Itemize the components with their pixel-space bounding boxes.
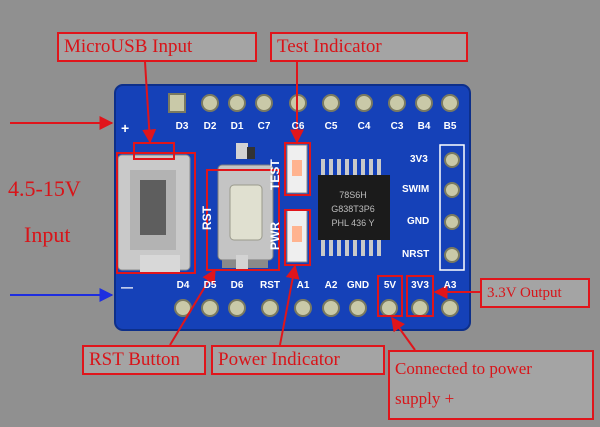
pcb-board (115, 85, 470, 330)
bottom-pin-label-3V3: 3V3 (411, 280, 429, 291)
mcu-chip: 78S6H G838T3P6 PHL 436 Y (318, 159, 390, 256)
bottom-header-pads (174, 299, 459, 317)
power-indicator-leader (279, 264, 300, 346)
bottom-pin-label-RST: RST (260, 280, 280, 291)
test-indicator-callout: Test Indicator (270, 32, 468, 62)
micro-usb-connector (117, 154, 191, 273)
top-pin-label-C6: C6 (291, 121, 305, 132)
pwr-silk-label: PWR (268, 222, 282, 250)
microusb-leader (142, 61, 157, 144)
power-indicator-callout: Power Indicator (211, 345, 385, 375)
plus-silk-mark: + (121, 120, 130, 136)
top-pin-label-C5: C5 (324, 121, 338, 132)
output-3v3-callout: 3.3V Output (480, 278, 590, 308)
bottom-pin-label-A3: A3 (443, 280, 457, 291)
top-pin-label-B5: B5 (443, 121, 457, 132)
bottom-pin-label-A1: A1 (296, 280, 310, 291)
side-pin-label-SWIM: SWIM (402, 184, 430, 195)
chip-marking-2: G838T3P6 (331, 204, 375, 214)
bottom-pin-label-D4: D4 (176, 280, 190, 291)
bottom-pin-label-GND: GND (346, 280, 370, 291)
side-header-pads (444, 152, 460, 263)
top-pin-label-C7: C7 (257, 121, 271, 132)
power-supply-leader (391, 316, 416, 351)
top-pin-label-D3: D3 (175, 121, 189, 132)
bottom-pin-label-5V: 5V (383, 280, 397, 291)
rst-push-button (217, 164, 274, 268)
top-pin-label-D1: D1 (230, 121, 244, 132)
chip-marking-3: PHL 436 Y (331, 218, 374, 228)
rst-button-callout: RST Button (82, 345, 206, 375)
side-pin-label-NRST: NRST (402, 249, 430, 260)
input-word-label: Input (24, 222, 71, 247)
power-supply-callout: Connected to power supply + (388, 350, 594, 420)
rst-leader (169, 268, 216, 346)
side-pin-label-GND: GND (407, 216, 430, 227)
minus-silk-mark: — (121, 280, 133, 294)
rst-silk-label: RST (200, 206, 214, 230)
test-silk-label: TEST (268, 159, 282, 190)
power-supply-line-1: Connected to power (395, 359, 532, 378)
power-supply-line-2: supply + (395, 389, 455, 408)
bottom-pin-label-A2: A2 (324, 280, 338, 291)
top-pin-label-D2: D2 (203, 121, 217, 132)
top-pin-label-C3: C3 (390, 121, 404, 132)
bottom-pin-label-D5: D5 (203, 280, 217, 291)
chip-marking-1: 78S6H (339, 190, 367, 200)
top-pin-label-B4: B4 (417, 121, 431, 132)
bottom-pin-label-D6: D6 (230, 280, 244, 291)
voltage-range-label: 4.5-15V (8, 176, 81, 201)
top-pin-label-C4: C4 (357, 121, 371, 132)
side-pin-label-3V3: 3V3 (410, 154, 428, 165)
microusb-input-callout: MicroUSB Input (57, 32, 257, 62)
top-header-pads (168, 93, 459, 113)
